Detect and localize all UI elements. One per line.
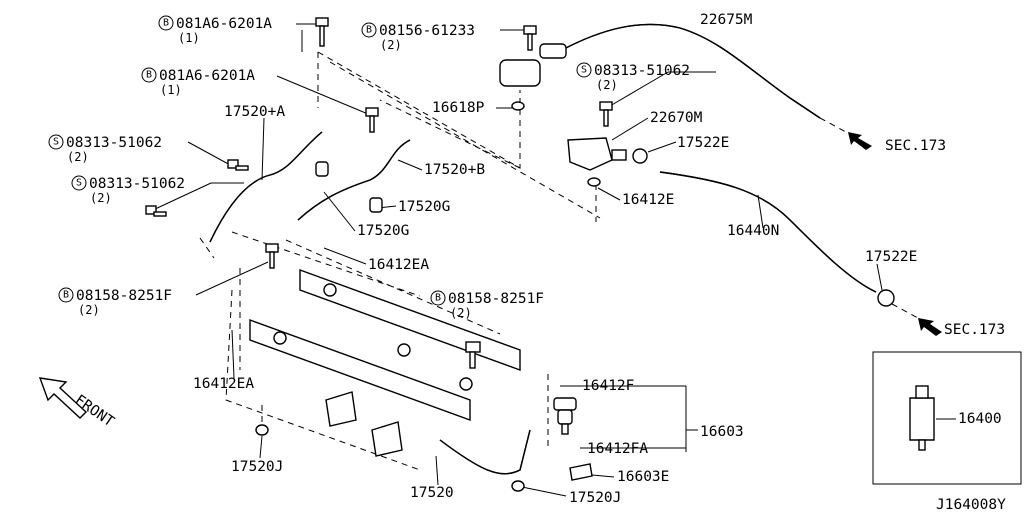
bolt-prefix-circle [158, 15, 174, 31]
pressure-regulator [499, 43, 567, 87]
o-ring-16618P-icon [511, 101, 525, 111]
callout-qty: (2) [596, 78, 618, 92]
callout-qty: (2) [78, 303, 100, 317]
callout-qty: (2) [450, 306, 472, 320]
bolt-08158-left-icon [265, 243, 279, 269]
callout-08158-center: B 08158-8251F (2) [430, 290, 544, 320]
bolt-081A6-top-icon [315, 17, 329, 47]
part-label-16618P: 16618P [432, 100, 485, 116]
callout-qty: (2) [67, 150, 89, 164]
callout-prefix: S [76, 178, 82, 189]
callout-code: 08158-8251F [76, 288, 172, 304]
callout-qty: (2) [380, 38, 402, 52]
sec-reference-lower: SEC.173 [944, 322, 1005, 338]
insulator-17520G-icon [315, 161, 383, 213]
callout-prefix: B [435, 293, 441, 304]
callout-code: 08158-8251F [448, 291, 544, 307]
callout-prefix: B [146, 70, 152, 81]
callout-code: 081A6-6201A [176, 16, 272, 32]
callout-08156: B 08156-61233 (2) [361, 22, 475, 52]
bolt-prefix-circle [141, 67, 157, 83]
fuel-tube-17520B [297, 139, 411, 221]
screw-prefix-circle [576, 62, 592, 78]
callout-code: 08313-51062 [66, 135, 162, 151]
part-label-22670M: 22670M [650, 110, 703, 126]
callout-qty: (1) [160, 83, 182, 97]
fuel-tube-17520A [209, 131, 323, 243]
callout-081A6-second: B 081A6-6201A (1) [141, 67, 255, 97]
part-label-16412EA-upper: 16412EA [368, 257, 429, 273]
assembly-dashed-lines [199, 51, 601, 471]
sec-arrow-lower-icon [918, 318, 942, 336]
diagram-id: J164008Y [936, 497, 1006, 512]
callout-08313-left-lower: S 08313-51062 (2) [71, 175, 185, 205]
callout-081A6-top: B 081A6-6201A (1) [158, 15, 272, 45]
callout-code: 08156-61233 [379, 23, 475, 39]
part-label-16440N: 16440N [727, 223, 779, 239]
screw-prefix-circle [48, 134, 64, 150]
part-label-17520G-left: 17520G [357, 223, 409, 239]
front-direction-arrow-icon [38, 377, 88, 419]
part-label-17520: 17520 [410, 485, 454, 501]
screw-08313-left-lower-icon [145, 205, 167, 217]
screw-prefix-circle [71, 175, 87, 191]
part-label-16400: 16400 [958, 411, 1002, 427]
bolt-prefix-circle [361, 22, 377, 38]
part-label-16412E: 16412E [622, 192, 674, 208]
callout-prefix: B [63, 290, 69, 301]
damper-valve-22670M [567, 137, 627, 171]
callout-08313-left-upper: S 08313-51062 (2) [48, 134, 162, 164]
o-ring-16412E-icon [587, 177, 601, 187]
inset-frame [872, 351, 1022, 485]
part-label-22675M: 22675M [700, 12, 753, 28]
callout-qty: (1) [178, 31, 200, 45]
screw-08313-left-upper-icon [227, 159, 249, 171]
sec-reference-upper: SEC.173 [885, 138, 946, 154]
fuel-hose-upper [561, 23, 847, 133]
callout-qty: (2) [90, 191, 112, 205]
callout-08313-right: S 08313-51062 (2) [576, 62, 690, 92]
part-label-16412FA: 16412FA [587, 441, 648, 457]
sec-arrow-upper-icon [848, 132, 872, 150]
callout-prefix: S [581, 65, 587, 76]
part-label-17520G-right: 17520G [398, 199, 450, 215]
part-label-17520J-right: 17520J [569, 490, 621, 506]
leader-lines [152, 23, 956, 497]
callout-prefix: B [366, 25, 372, 36]
part-label-17522E-lower: 17522E [865, 249, 917, 265]
part-label-16603: 16603 [700, 424, 744, 440]
fuel-rail [249, 269, 531, 475]
bolt-08158-center-icon [465, 341, 481, 369]
bolt-081A6-second-icon [365, 107, 379, 133]
fuel-hose-lower [659, 171, 919, 319]
part-label-17522E-upper: 17522E [677, 135, 729, 151]
hose-clamp-17522E-lower-icon [877, 289, 895, 307]
callout-code: 08313-51062 [594, 63, 690, 79]
grommet-17520J-left-icon [255, 424, 269, 436]
callout-code: 081A6-6201A [159, 68, 255, 84]
callout-08158-left: B 08158-8251F (2) [58, 287, 172, 317]
part-label-17520A: 17520+A [224, 104, 285, 120]
injector-16603 [553, 397, 577, 435]
bolt-prefix-circle [58, 287, 74, 303]
grommet-17520J-right-icon [511, 480, 525, 492]
bolt-prefix-circle [430, 290, 446, 306]
callout-prefix: B [163, 18, 169, 29]
callout-prefix: S [53, 137, 59, 148]
callout-code: 08313-51062 [89, 176, 185, 192]
part-label-16412EA-lower: 16412EA [193, 376, 254, 392]
part-label-16603E: 16603E [617, 469, 669, 485]
part-label-17520J-left: 17520J [231, 459, 283, 475]
fuel-filter-inset [872, 351, 1022, 485]
bolt-08156-icon [523, 25, 537, 51]
hose-clamp-17522E-upper-icon [632, 148, 648, 164]
clip-16603E-icon [569, 463, 593, 481]
part-label-17520B: 17520+B [424, 162, 485, 178]
screw-08313-right-icon [599, 101, 613, 127]
